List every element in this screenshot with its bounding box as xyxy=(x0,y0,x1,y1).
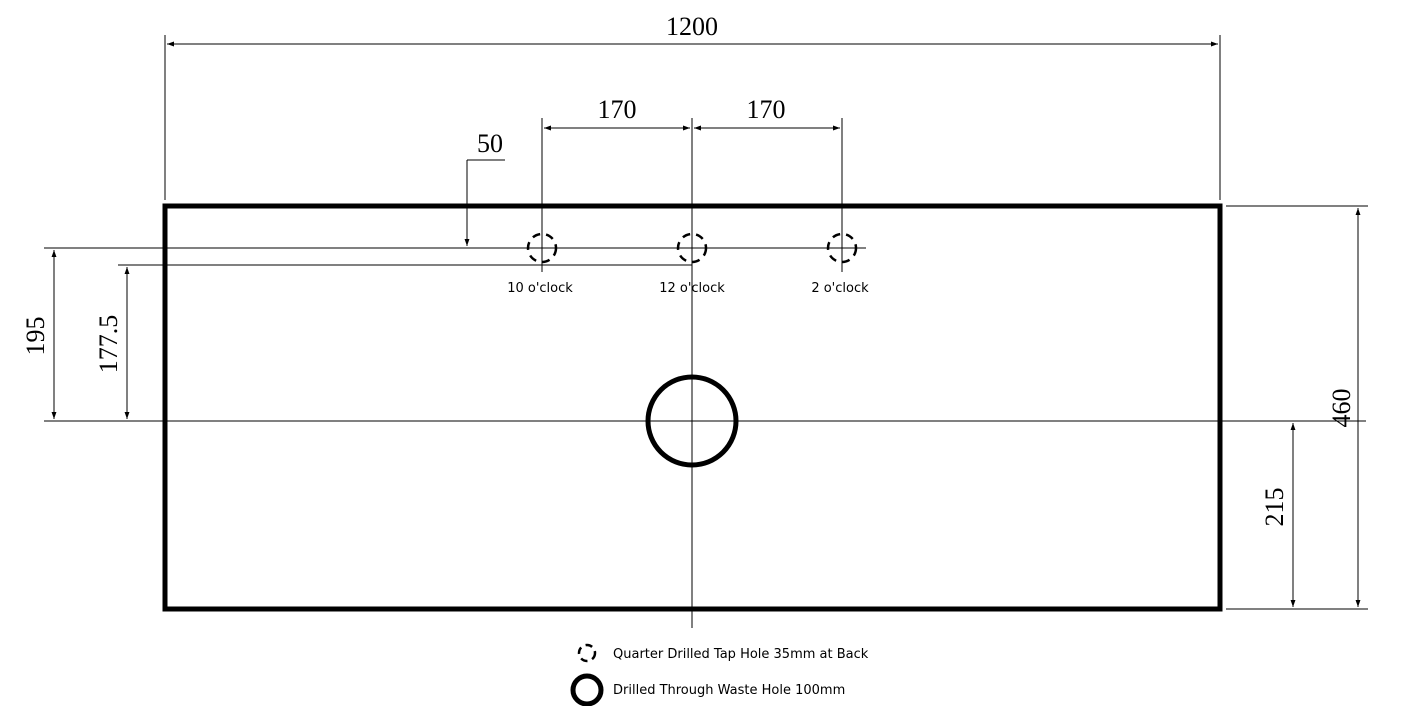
waste-hole xyxy=(645,374,739,468)
tap-hole-12-oclock: 12 o'clock xyxy=(659,232,725,296)
dim-tap-spacing-left-label: 170 xyxy=(598,95,637,124)
tap-hole-label: 12 o'clock xyxy=(659,281,725,296)
legend: Quarter Drilled Tap Hole 35mm at Back Dr… xyxy=(570,643,869,706)
dim-tap-spacing: 170 170 xyxy=(541,95,843,272)
legend-tap-hole-label: Quarter Drilled Tap Hole 35mm at Back xyxy=(613,647,869,662)
legend-waste-hole-label: Drilled Through Waste Hole 100mm xyxy=(613,683,845,698)
dim-tap-offset-label: 50 xyxy=(477,129,503,158)
dim-tap-offset: 50 xyxy=(464,129,505,246)
dim-depth-left: 195 177.5 xyxy=(21,250,130,419)
dim-overall-width: 1200 xyxy=(164,12,1221,200)
legend-waste-hole-icon xyxy=(570,673,604,706)
dim-waste-front-label: 215 xyxy=(1260,488,1289,527)
legend-tap-hole-icon xyxy=(577,643,597,663)
dim-depth-right: 460 215 xyxy=(1226,205,1368,610)
tap-hole-2-oclock: 2 o'clock xyxy=(811,232,869,296)
tap-hole-label: 2 o'clock xyxy=(811,281,869,296)
tap-hole-10-oclock: 10 o'clock xyxy=(507,232,573,296)
dim-overall-width-label: 1200 xyxy=(666,12,718,41)
dim-depth-inner-label: 177.5 xyxy=(94,315,123,374)
dim-depth-outer-label: 195 xyxy=(21,317,50,356)
dim-overall-depth-label: 460 xyxy=(1327,389,1356,428)
tap-hole-label: 10 o'clock xyxy=(507,281,573,296)
dim-tap-spacing-right-label: 170 xyxy=(747,95,786,124)
